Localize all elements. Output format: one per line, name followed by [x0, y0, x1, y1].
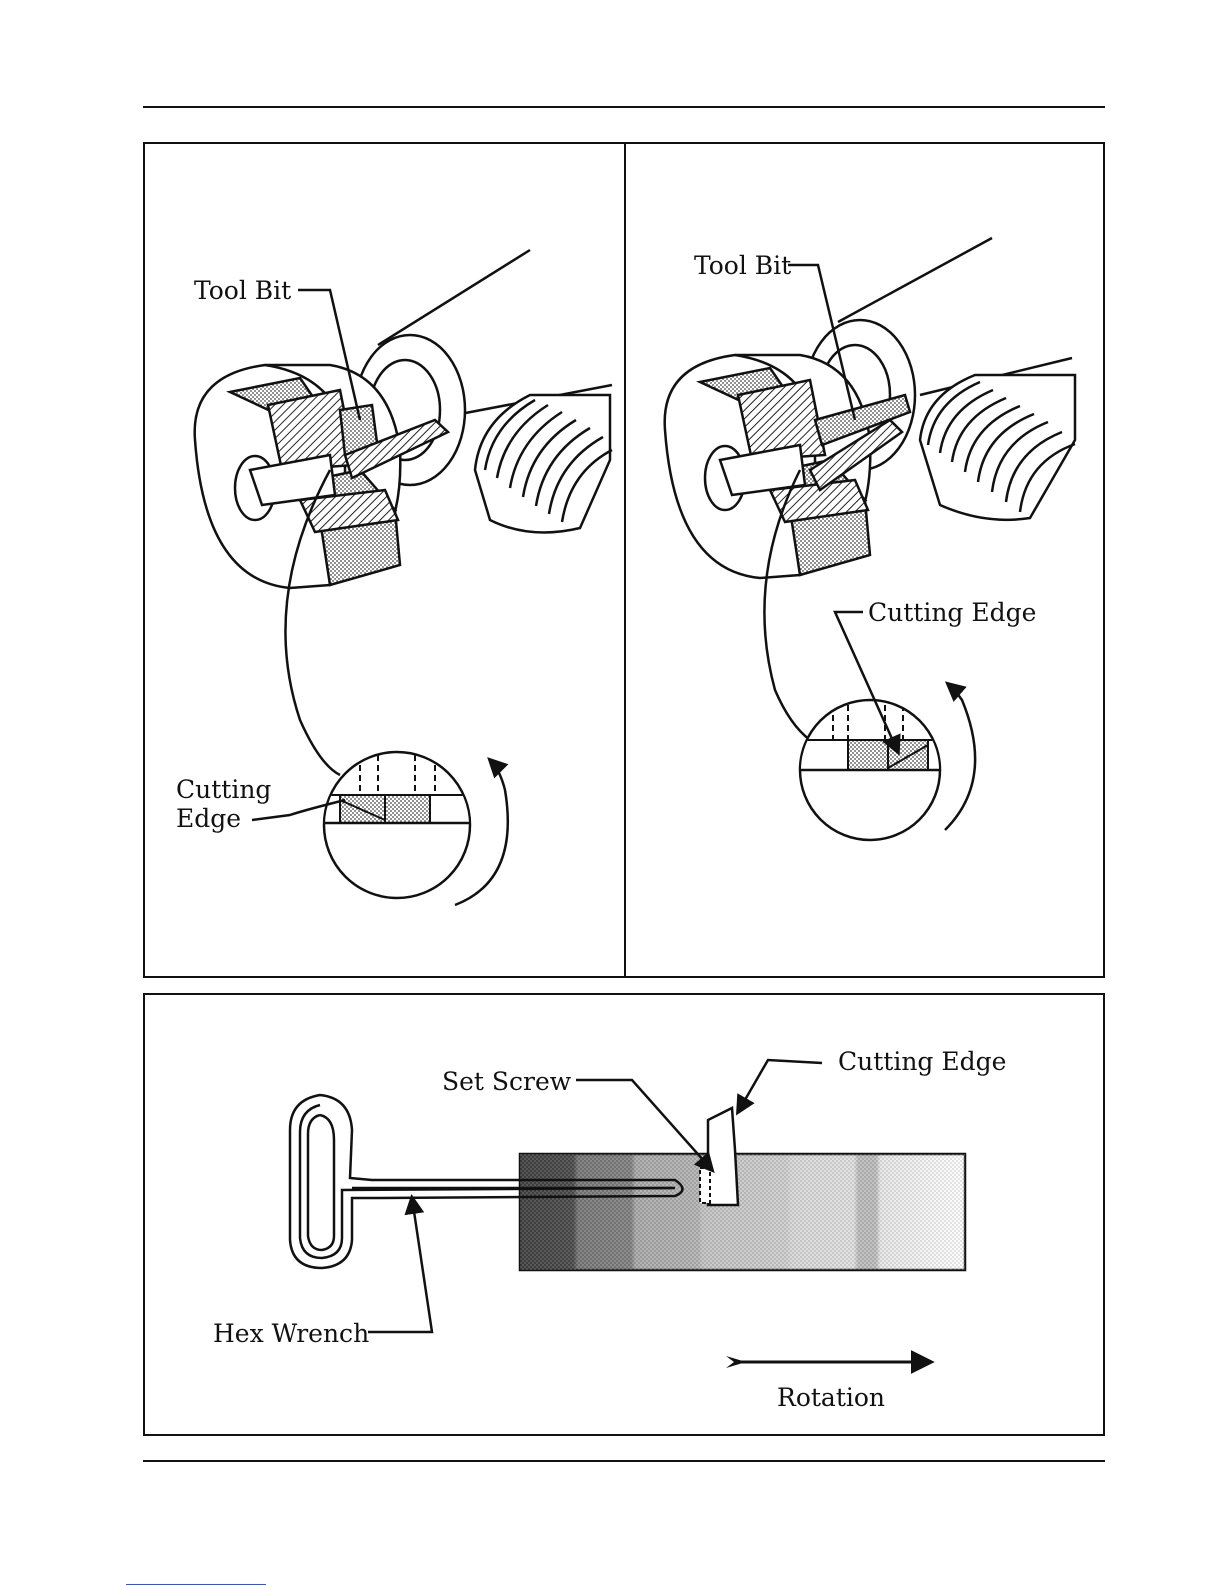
left-cutting-edge-label-line2: Edge [176, 806, 241, 831]
hex-wrench-leader [368, 1198, 432, 1332]
right-cutting-edge-label: Cutting Edge [868, 600, 1036, 625]
right-tool-bit-label: Tool Bit [694, 253, 791, 278]
bottom-cutting-edge-leader [738, 1060, 822, 1112]
right-boring-head-illustration [665, 238, 1075, 578]
bottom-cutting-edge-label: Cutting Edge [838, 1049, 1006, 1074]
right-magnifier-detail [795, 700, 945, 840]
right-rotation-arrow [945, 684, 975, 830]
left-magnifier-detail [320, 752, 480, 898]
right-threaded-shank [920, 375, 1075, 520]
left-threaded-shank [475, 395, 612, 533]
left-tool-bit-label: Tool Bit [194, 278, 291, 303]
rotation-label: Rotation [777, 1385, 885, 1410]
hex-wrench-label: Hex Wrench [213, 1321, 369, 1346]
left-cutting-edge-label-line1: Cutting [176, 777, 271, 802]
rotation-arrow [726, 1356, 930, 1368]
set-screw-label: Set Screw [442, 1069, 571, 1094]
bottom-tool-bit [708, 1108, 738, 1205]
boring-bar-shaded [520, 1154, 965, 1270]
set-screw [700, 1168, 710, 1203]
